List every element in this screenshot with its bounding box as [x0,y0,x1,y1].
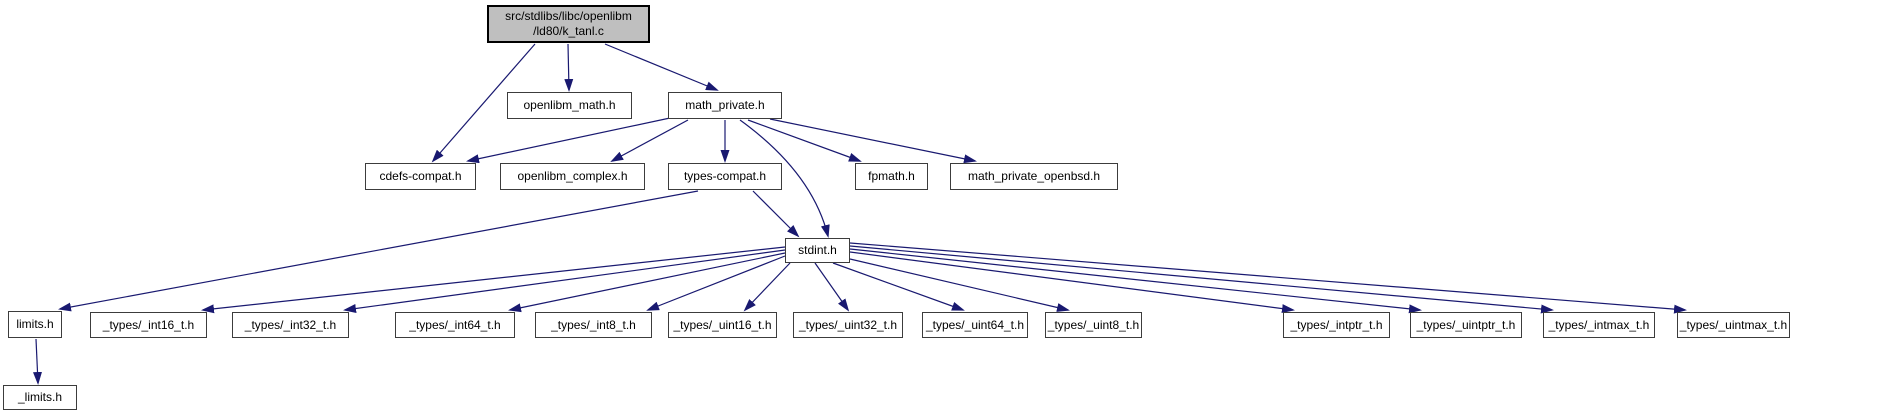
edge-math_private-to-openlibm_complex [610,119,689,162]
edge-math_private-to-cdefs_compat [466,117,671,164]
edge-stdint-to-int32 [343,249,786,313]
edge-k_tanl-to-cdefs_compat [431,43,536,163]
edge-stdint-to-int16 [201,246,786,314]
edge-limits-to-_limits [33,338,42,385]
edge-math_private-to-fpmath [747,119,862,162]
node-openlibm_complex[interactable]: openlibm_complex.h [500,163,645,190]
node-stdint[interactable]: stdint.h [785,238,850,263]
node-uint32[interactable]: _types/_uint32_t.h [793,312,903,338]
node-fpmath[interactable]: fpmath.h [855,163,928,190]
node-uint64[interactable]: _types/_uint64_t.h [922,312,1028,338]
edge-stdint-to-uint16 [743,262,791,312]
node-uint16[interactable]: _types/_uint16_t.h [668,312,777,338]
node-intmax[interactable]: _types/_intmax_t.h [1543,312,1655,338]
node-int64[interactable]: _types/_int64_t.h [395,312,515,338]
edge-stdint-to-uint8 [849,258,1070,312]
edge-k_tanl-to-openlibm_math [564,43,574,92]
edge-math_private-to-stdint [739,119,830,238]
edge-stdint-to-uint64 [832,262,965,311]
edges-group [33,43,1687,385]
node-types_compat[interactable]: types-compat.h [668,163,782,190]
node-int8[interactable]: _types/_int8_t.h [535,312,652,338]
node-uint8[interactable]: _types/_uint8_t.h [1045,312,1142,338]
edge-stdint-to-uintptr [849,248,1422,314]
node-uintptr[interactable]: _types/_uintptr_t.h [1410,312,1522,338]
node-cdefs_compat[interactable]: cdefs-compat.h [365,163,476,190]
edge-stdint-to-intmax [849,245,1554,314]
node-openlibm_math[interactable]: openlibm_math.h [507,92,632,119]
node-uintmax[interactable]: _types/_uintmax_t.h [1677,312,1790,338]
edge-stdint-to-int8 [646,255,786,311]
node-k_tanl: src/stdlibs/libc/openlibm /ld80/k_tanl.c [487,5,650,43]
edge-stdint-to-intptr [849,251,1295,314]
node-math_private[interactable]: math_private.h [668,92,782,119]
node-math_private_openbsd[interactable]: math_private_openbsd.h [950,163,1118,190]
edge-math_private-to-math_private_openbsd [769,118,977,164]
edge-types_compat-to-limits [58,190,699,312]
node-int16[interactable]: _types/_int16_t.h [90,312,207,338]
node-_limits[interactable]: _limits.h [3,385,77,410]
edge-k_tanl-to-math_private [604,43,719,91]
edge-stdint-to-int64 [508,252,786,313]
node-limits[interactable]: limits.h [8,311,62,338]
node-int32[interactable]: _types/_int32_t.h [232,312,349,338]
edge-types_compat-to-stdint [752,190,800,238]
edge-stdint-to-uintmax [849,242,1687,314]
node-intptr[interactable]: _types/_intptr_t.h [1283,312,1390,338]
edge-stdint-to-uint32 [814,262,850,312]
